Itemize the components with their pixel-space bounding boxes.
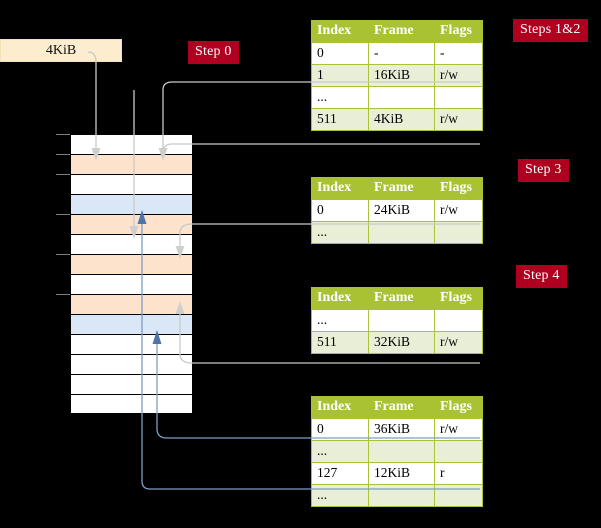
cell-flags: r/w xyxy=(434,64,483,87)
table-row: 0-- xyxy=(311,42,483,65)
badge-step-3: Step 3 xyxy=(518,159,569,182)
cell-frame: 4KiB xyxy=(368,108,435,131)
cell-frame: 32KiB xyxy=(368,331,435,354)
cell-flags xyxy=(434,221,483,244)
column-header-flags: Flags xyxy=(434,287,483,310)
memory-frame-row xyxy=(71,374,192,394)
badge-step-0: Step 0 xyxy=(188,41,239,64)
request-size-box: 4KiB xyxy=(0,39,122,62)
memory-frame-row xyxy=(71,294,192,314)
cell-frame xyxy=(368,484,435,507)
memory-frame-row xyxy=(71,274,192,294)
memory-frame-row xyxy=(71,174,192,194)
column-header-index: Index xyxy=(311,396,369,419)
cell-frame: 12KiB xyxy=(368,462,435,485)
memory-frame-tick xyxy=(56,174,70,175)
cell-index: ... xyxy=(311,484,369,507)
request-size-label: 4KiB xyxy=(45,42,77,58)
badge-step-4: Step 4 xyxy=(516,265,567,288)
memory-frame-row xyxy=(71,214,192,234)
memory-frame-row xyxy=(71,354,192,374)
cell-frame: 16KiB xyxy=(368,64,435,87)
column-header-flags: Flags xyxy=(434,20,483,43)
column-header-index: Index xyxy=(311,287,369,310)
column-header-index: Index xyxy=(311,177,369,200)
cell-index: ... xyxy=(311,221,369,244)
memory-frame-row xyxy=(71,394,192,414)
memory-frame-tick xyxy=(56,214,70,215)
cell-index: ... xyxy=(311,440,369,463)
column-header-flags: Flags xyxy=(434,396,483,419)
cell-flags: r/w xyxy=(434,418,483,441)
column-header-frame: Frame xyxy=(368,396,435,419)
cell-index: 511 xyxy=(311,331,369,354)
cell-frame xyxy=(368,221,435,244)
cell-frame: 24KiB xyxy=(368,199,435,222)
cell-flags xyxy=(434,484,483,507)
table-row: ... xyxy=(311,440,483,463)
memory-frame-tick xyxy=(56,134,70,135)
cell-flags xyxy=(434,440,483,463)
physical-memory-column xyxy=(70,134,192,415)
column-header-frame: Frame xyxy=(368,20,435,43)
cell-flags: r/w xyxy=(434,108,483,131)
column-header-frame: Frame xyxy=(368,177,435,200)
memory-frame-tick xyxy=(56,294,70,295)
cell-index: 1 xyxy=(311,64,369,87)
table-row: ... xyxy=(311,221,483,244)
cell-frame xyxy=(368,440,435,463)
memory-frame-tick xyxy=(56,154,70,155)
memory-frame-row xyxy=(71,334,192,354)
memory-frame-row xyxy=(71,314,192,334)
table-row: ... xyxy=(311,309,483,332)
cell-flags: r/w xyxy=(434,331,483,354)
column-header-index: Index xyxy=(311,20,369,43)
memory-frame-row xyxy=(71,194,192,214)
cell-index: 511 xyxy=(311,108,369,131)
table-row: ... xyxy=(311,484,483,507)
memory-frame-tick xyxy=(56,254,70,255)
cell-index: 127 xyxy=(311,462,369,485)
memory-frame-row xyxy=(71,234,192,254)
badge-steps-1-2: Steps 1&2 xyxy=(513,19,588,42)
memory-frame-row xyxy=(71,254,192,274)
memory-frame-row xyxy=(71,154,192,174)
table-row: ... xyxy=(311,86,483,109)
column-header-flags: Flags xyxy=(434,177,483,200)
